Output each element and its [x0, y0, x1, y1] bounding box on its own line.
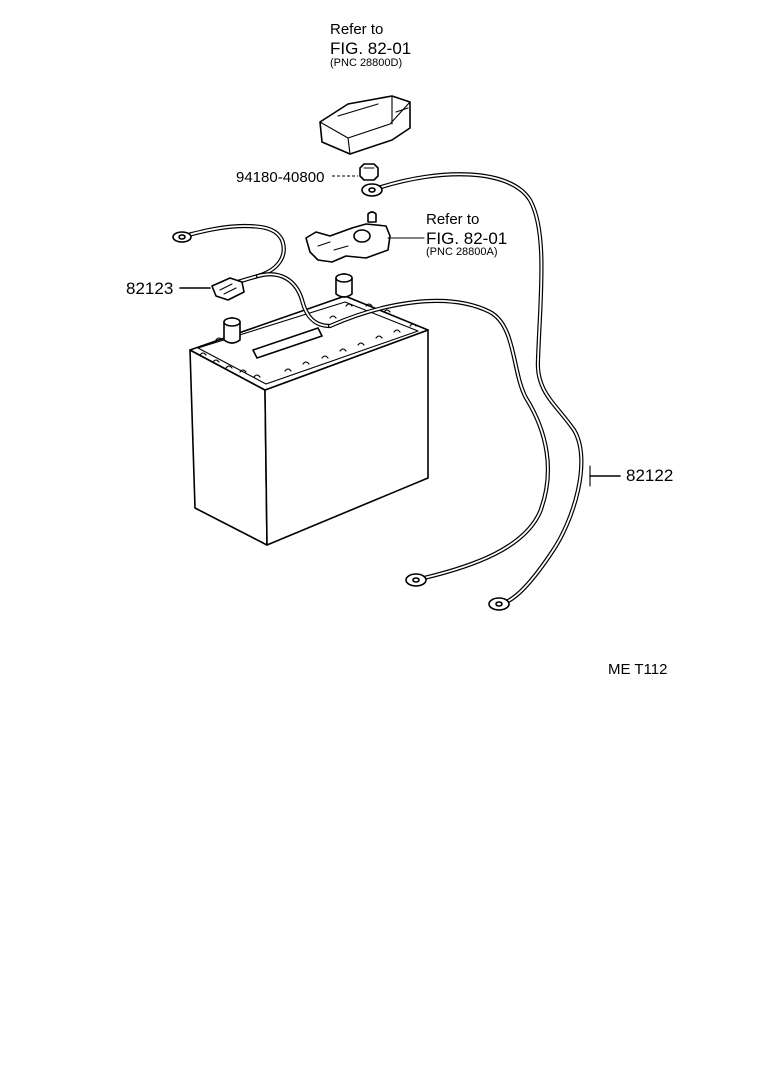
terminal-cover — [319, 95, 411, 155]
ref-top-line2: FIG. 82-01 — [330, 39, 412, 58]
ref-mid-line1: Refer to — [426, 211, 480, 228]
ref-mid-line2: FIG. 82-01 — [426, 229, 508, 248]
ref-top-line3: (PNC 28800D) — [330, 57, 403, 69]
part-nut-label: 94180-40800 — [236, 169, 325, 186]
terminal-clamp — [305, 211, 391, 263]
ref-top-line1: Refer to — [330, 21, 384, 38]
figure-code: ME T112 — [608, 661, 668, 678]
battery — [189, 273, 429, 546]
nut — [359, 163, 379, 181]
part-cable-82123-label: 82123 — [126, 279, 174, 298]
cable-82122 — [327, 172, 584, 611]
part-cable-82122-label: 82122 — [626, 466, 674, 485]
cable-82123 — [172, 223, 333, 329]
ref-mid-line3: (PNC 28800A) — [426, 246, 498, 258]
